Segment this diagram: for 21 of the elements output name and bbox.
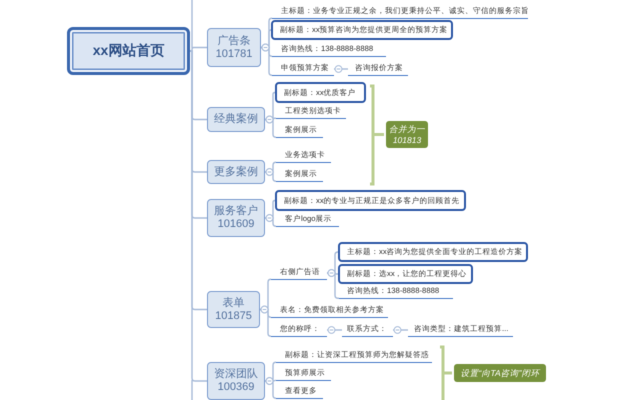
summary-box: 设置“向TA咨询”闭环: [454, 364, 546, 382]
topic-box: 资深团队 100369: [207, 362, 265, 400]
connector-line: [190, 50, 207, 382]
topic-box: 更多案例: [207, 160, 265, 184]
connector-line: [334, 65, 348, 73]
connector-line: [190, 46, 207, 52]
connector-line: [393, 326, 408, 334]
summary-box: 合并为一 101813: [386, 121, 428, 148]
topic-box: 表单 101875: [207, 291, 260, 328]
connector-line: [327, 269, 339, 299]
connector-line: [265, 214, 277, 227]
connector-line: [265, 168, 277, 182]
connector-line: [260, 306, 272, 337]
connector-line: [265, 377, 277, 399]
connector-line: [261, 44, 273, 76]
connector-line: [327, 326, 342, 334]
topic-box: 服务客户 101609: [207, 199, 265, 237]
connector-line: [265, 116, 277, 138]
topic-box: 广告条 101781: [207, 28, 261, 67]
central-topic-box: xx网站首页: [67, 27, 190, 75]
topic-box: 经典案例: [207, 107, 265, 132]
